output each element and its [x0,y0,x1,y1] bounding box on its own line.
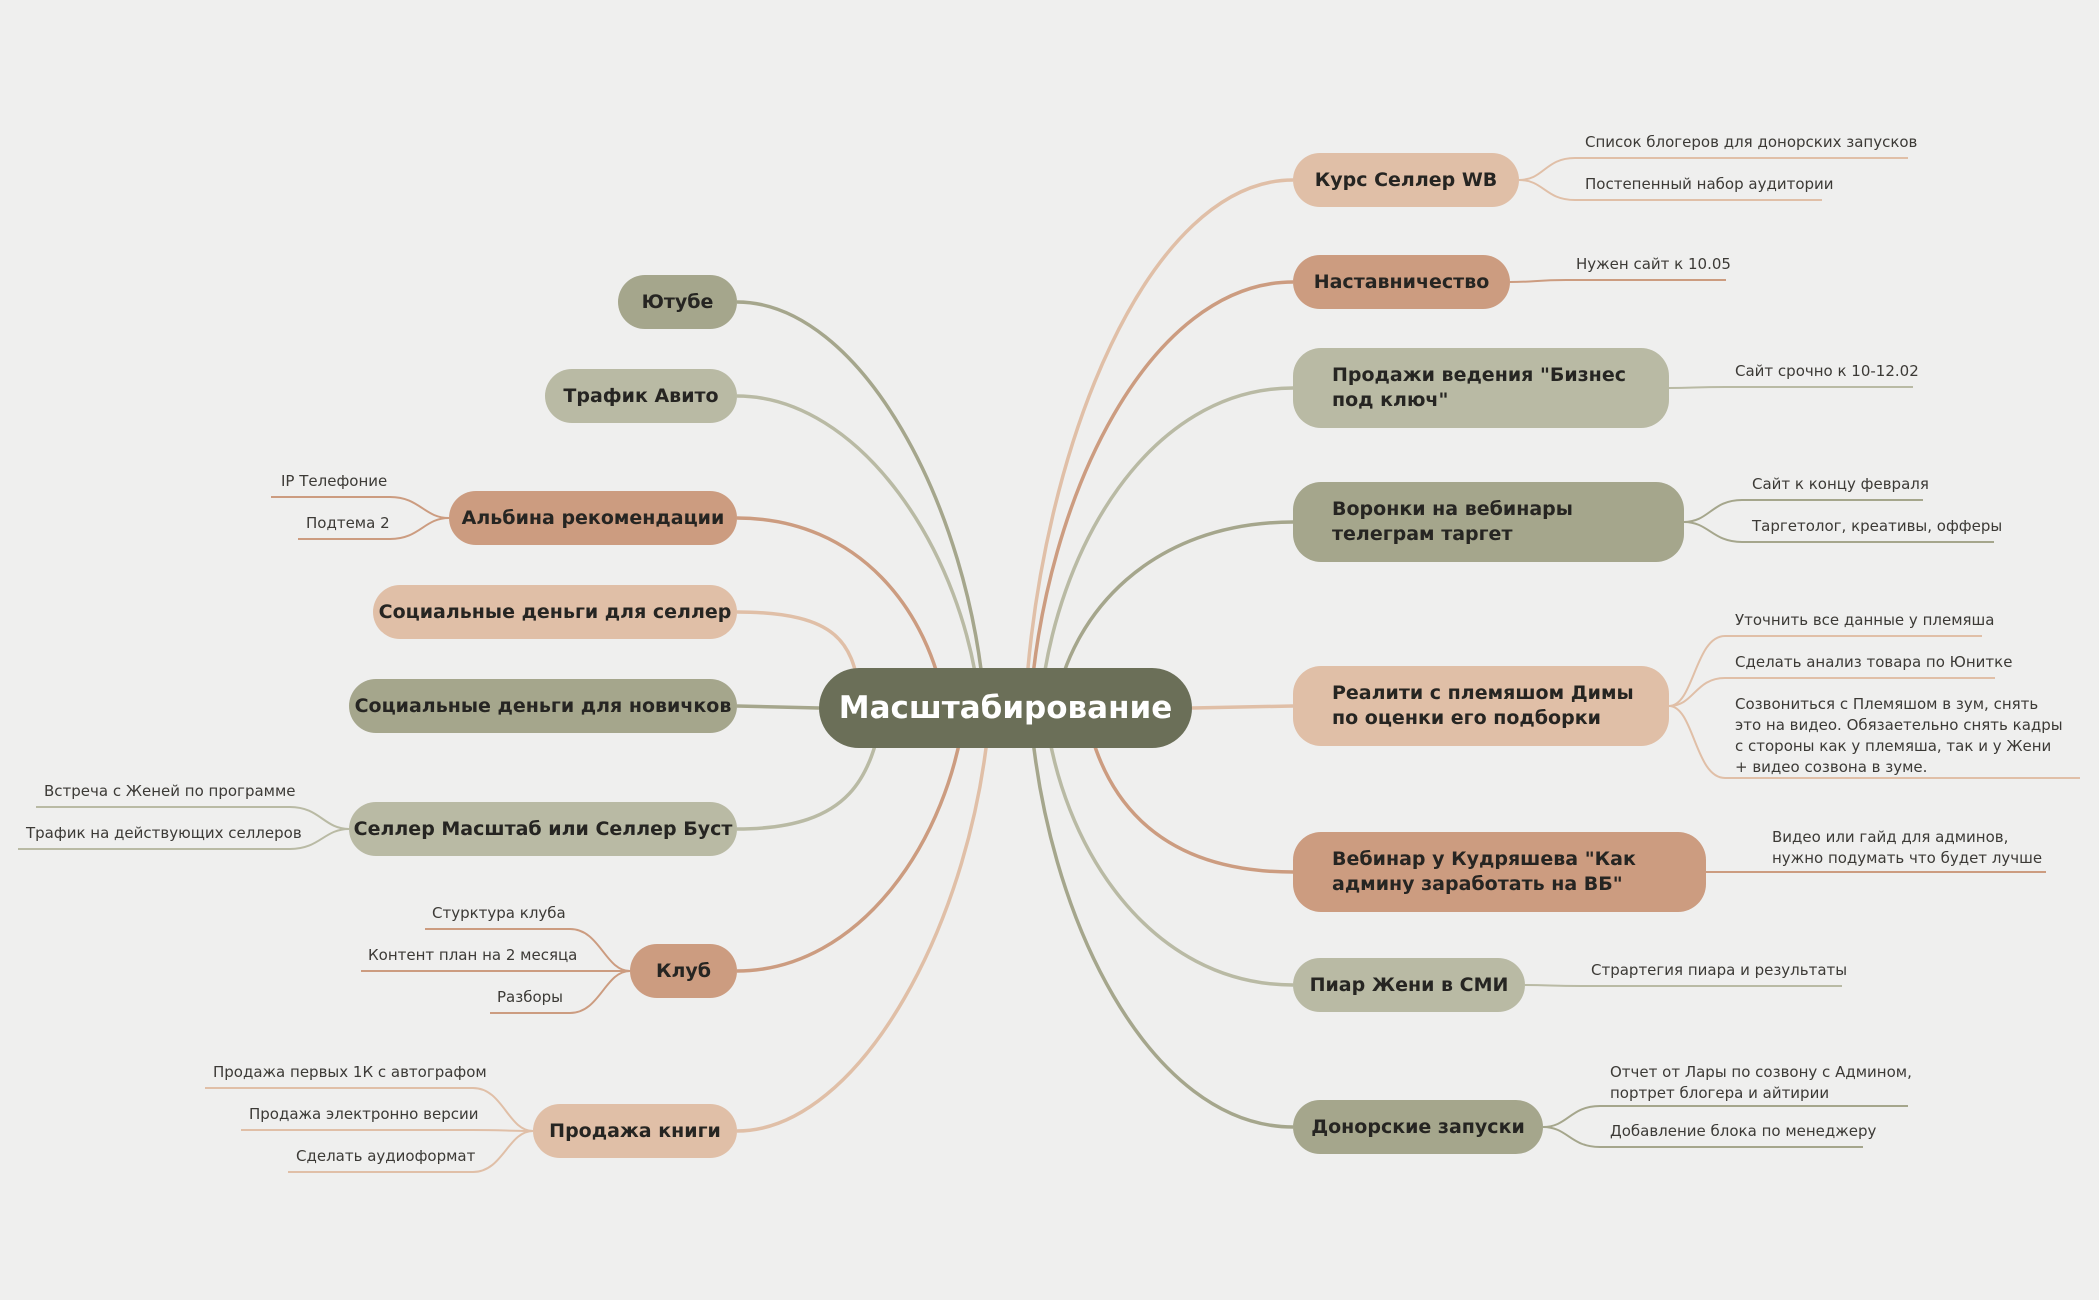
subtopic[interactable]: Таргетолог, креативы, офферы [1752,517,2003,535]
subtopic[interactable]: Встреча с Женей по программе [44,782,296,800]
subtopic-line [1542,1105,1908,1128]
subtopic[interactable]: Постепенный набор аудитории [1585,175,1834,193]
subtopic-line [1518,157,1908,181]
topic-nastavnichestvo[interactable]: Наставничество [1293,255,1510,309]
connector-line [1028,280,1294,709]
subtopic[interactable]: Видео или гайд для админов, нужно подума… [1772,828,2043,867]
subtopic-line [271,496,450,519]
topic-prodazhi-vedeniya[interactable]: Продажи ведения "Бизнес под ключ" [1293,348,1669,428]
topic-donorskie-zapuski[interactable]: Донорские запуски [1293,1100,1543,1154]
connector-line [1043,707,1294,987]
connector-line [736,394,982,709]
subtopic-line [1668,386,1913,389]
topic-kurs-seller-wb[interactable]: Курс Селлер WB [1293,153,1519,207]
connector-line [1191,704,1294,710]
subtopic[interactable]: Продажа электронно версии [249,1105,479,1123]
connector-line [1023,178,1294,709]
subtopic[interactable]: Контент план на 2 месяца [368,946,578,964]
subtopic-line [36,806,350,830]
connector-line [736,707,967,973]
subtopic-line [1668,705,2080,779]
topic-yutube[interactable]: Ютубе [618,275,737,329]
connector-line [1038,386,1294,709]
subtopic-line [1668,677,1995,707]
subtopic-line [1509,279,1726,283]
connector-line [736,300,987,709]
connector-line [736,704,820,710]
subtopic[interactable]: Подтема 2 [306,514,390,532]
topic-socialnye-dengi-seller[interactable]: Социальные деньги для селлер [373,585,737,639]
topic-vebinar-kudryasheva[interactable]: Вебинар у Кудряшева "Как админу заработа… [1293,832,1706,912]
subtopic[interactable]: Созвониться с Племяшом в зум, снять это … [1735,695,2063,776]
topic-klub[interactable]: Клуб [630,944,737,998]
subtopic[interactable]: Сайт к концу февраля [1752,475,1929,493]
subtopic-line [1542,1126,1863,1148]
subtopic[interactable]: Страртегия пиара и результаты [1591,961,1848,979]
subtopic-line [18,828,350,850]
subtopic-line [490,970,631,1014]
subtopic[interactable]: Сделать анализ товара по Юнитке [1735,653,2013,671]
topic-socialnye-dengi-novichkov[interactable]: Социальные деньги для новичков [349,679,737,733]
subtopic-line [1524,984,1842,987]
subtopic-line [1518,179,1822,201]
subtopic-line [205,1087,534,1132]
subtopic[interactable]: Продажа первых 1К с автографом [213,1063,487,1081]
topic-piar-zheni[interactable]: Пиар Жени в СМИ [1293,958,1525,1012]
subtopic[interactable]: Трафик на действующих селлеров [26,824,302,842]
topic-trafik-avito[interactable]: Трафик Авито [545,369,737,423]
connector-line [1028,707,1294,1129]
subtopic-line [1683,499,1923,523]
subtopic[interactable]: Отчет от Лары по созвону с Админом, порт… [1610,1063,1912,1102]
subtopic-line [1683,521,1994,543]
topic-voronki-vebinary[interactable]: Воронки на вебинары телеграм таргет [1293,482,1684,562]
topic-albina-rekomendacii[interactable]: Альбина рекомендации [449,491,737,545]
central-topic[interactable]: Масштабирование [819,668,1192,748]
subtopic[interactable]: Нужен сайт к 10.05 [1576,255,1731,273]
subtopic[interactable]: Сайт срочно к 10-12.02 [1735,362,1919,380]
topic-seller-masshtab[interactable]: Селлер Масштаб или Селлер Буст [349,802,737,856]
topic-realiti-plemyash[interactable]: Реалити с племяшом Димы по оценки его по… [1293,666,1669,746]
subtopic[interactable]: Добавление блока по менеджеру [1610,1122,1877,1140]
subtopic[interactable]: Сделать аудиоформат [296,1147,476,1165]
subtopic-line [1668,635,1982,707]
topic-prodazha-knigi[interactable]: Продажа книги [533,1104,737,1158]
subtopic-line [288,1130,534,1173]
subtopic[interactable]: IP Телефоние [281,472,388,490]
subtopic[interactable]: Уточнить все данные у племяша [1735,611,1995,629]
subtopic-line [425,928,631,972]
subtopic-line [298,517,450,540]
subtopic[interactable]: Список блогеров для донорских запусков [1585,133,1918,151]
connector-line [736,707,992,1133]
subtopic-line [241,1129,534,1132]
subtopic[interactable]: Разборы [497,988,564,1006]
subtopic[interactable]: Стурктура клуба [432,904,566,922]
